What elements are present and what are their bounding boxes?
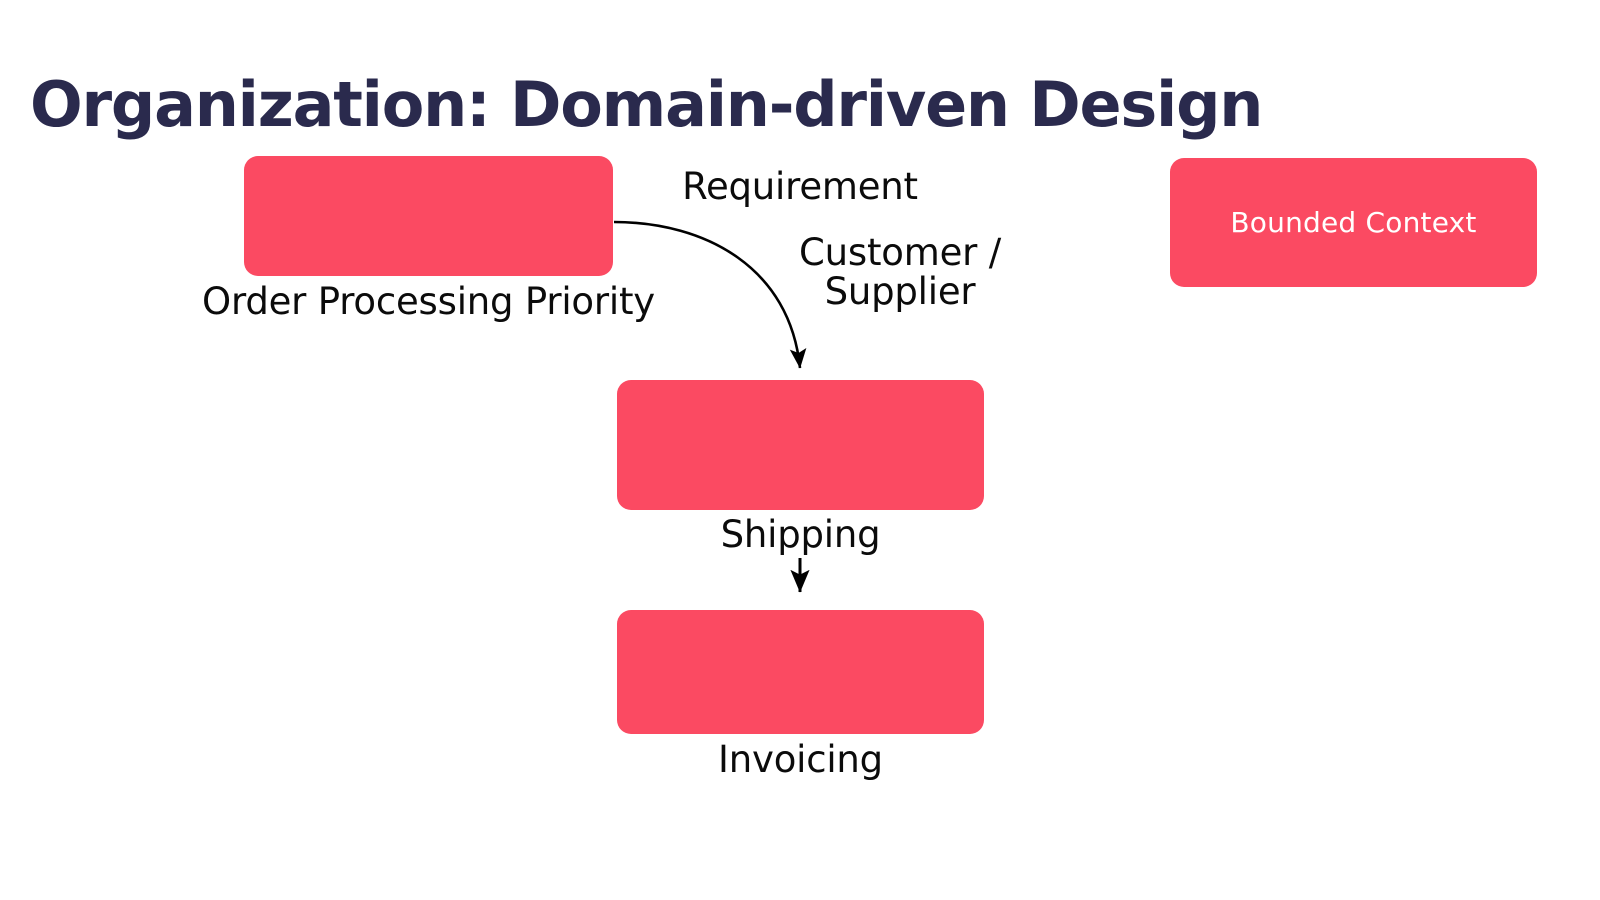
legend-bounded-context: Bounded Context — [1170, 158, 1537, 287]
bounded-context-label: Shipping — [720, 513, 881, 556]
bounded-context-label: Invoicing — [718, 738, 883, 781]
bounded-context-label: Order Processing Priority — [202, 280, 655, 323]
edge-label-requirement: Requirement — [682, 165, 918, 208]
bounded-context-shipping[interactable]: Shipping — [617, 380, 984, 554]
bounded-context-box[interactable] — [617, 380, 984, 510]
bounded-context-box[interactable] — [244, 156, 613, 276]
legend-bounded-context-label: Bounded Context — [1230, 206, 1477, 239]
bounded-context-invoicing[interactable]: Invoicing — [617, 610, 984, 779]
bounded-context-order-processing-priority[interactable]: Order Processing Priority — [202, 156, 655, 321]
edge-label-customer-supplier: Customer / Supplier — [799, 231, 1001, 314]
bounded-context-box[interactable] — [617, 610, 984, 734]
page-title: Organization: Domain-driven Design — [30, 68, 1263, 141]
